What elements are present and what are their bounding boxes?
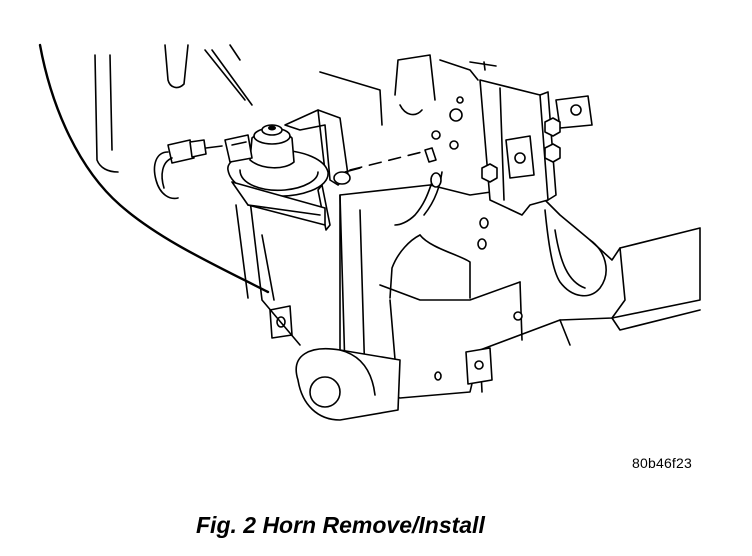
horn-icon xyxy=(224,124,329,226)
wire-harness-icon xyxy=(394,171,443,226)
reference-code: 80b46f23 xyxy=(632,455,692,471)
support-post-icon xyxy=(431,79,593,216)
wiring-connector-icon xyxy=(153,139,223,200)
bolt-icon xyxy=(344,147,437,173)
vehicle-frame-icon xyxy=(339,184,701,399)
figure-caption: Fig. 2 Horn Remove/Install xyxy=(196,512,485,538)
stiffener-icon xyxy=(235,199,301,346)
fender-icon xyxy=(38,43,270,294)
mounting-lug-icon xyxy=(295,348,401,421)
upper-panel-icon xyxy=(319,54,497,126)
